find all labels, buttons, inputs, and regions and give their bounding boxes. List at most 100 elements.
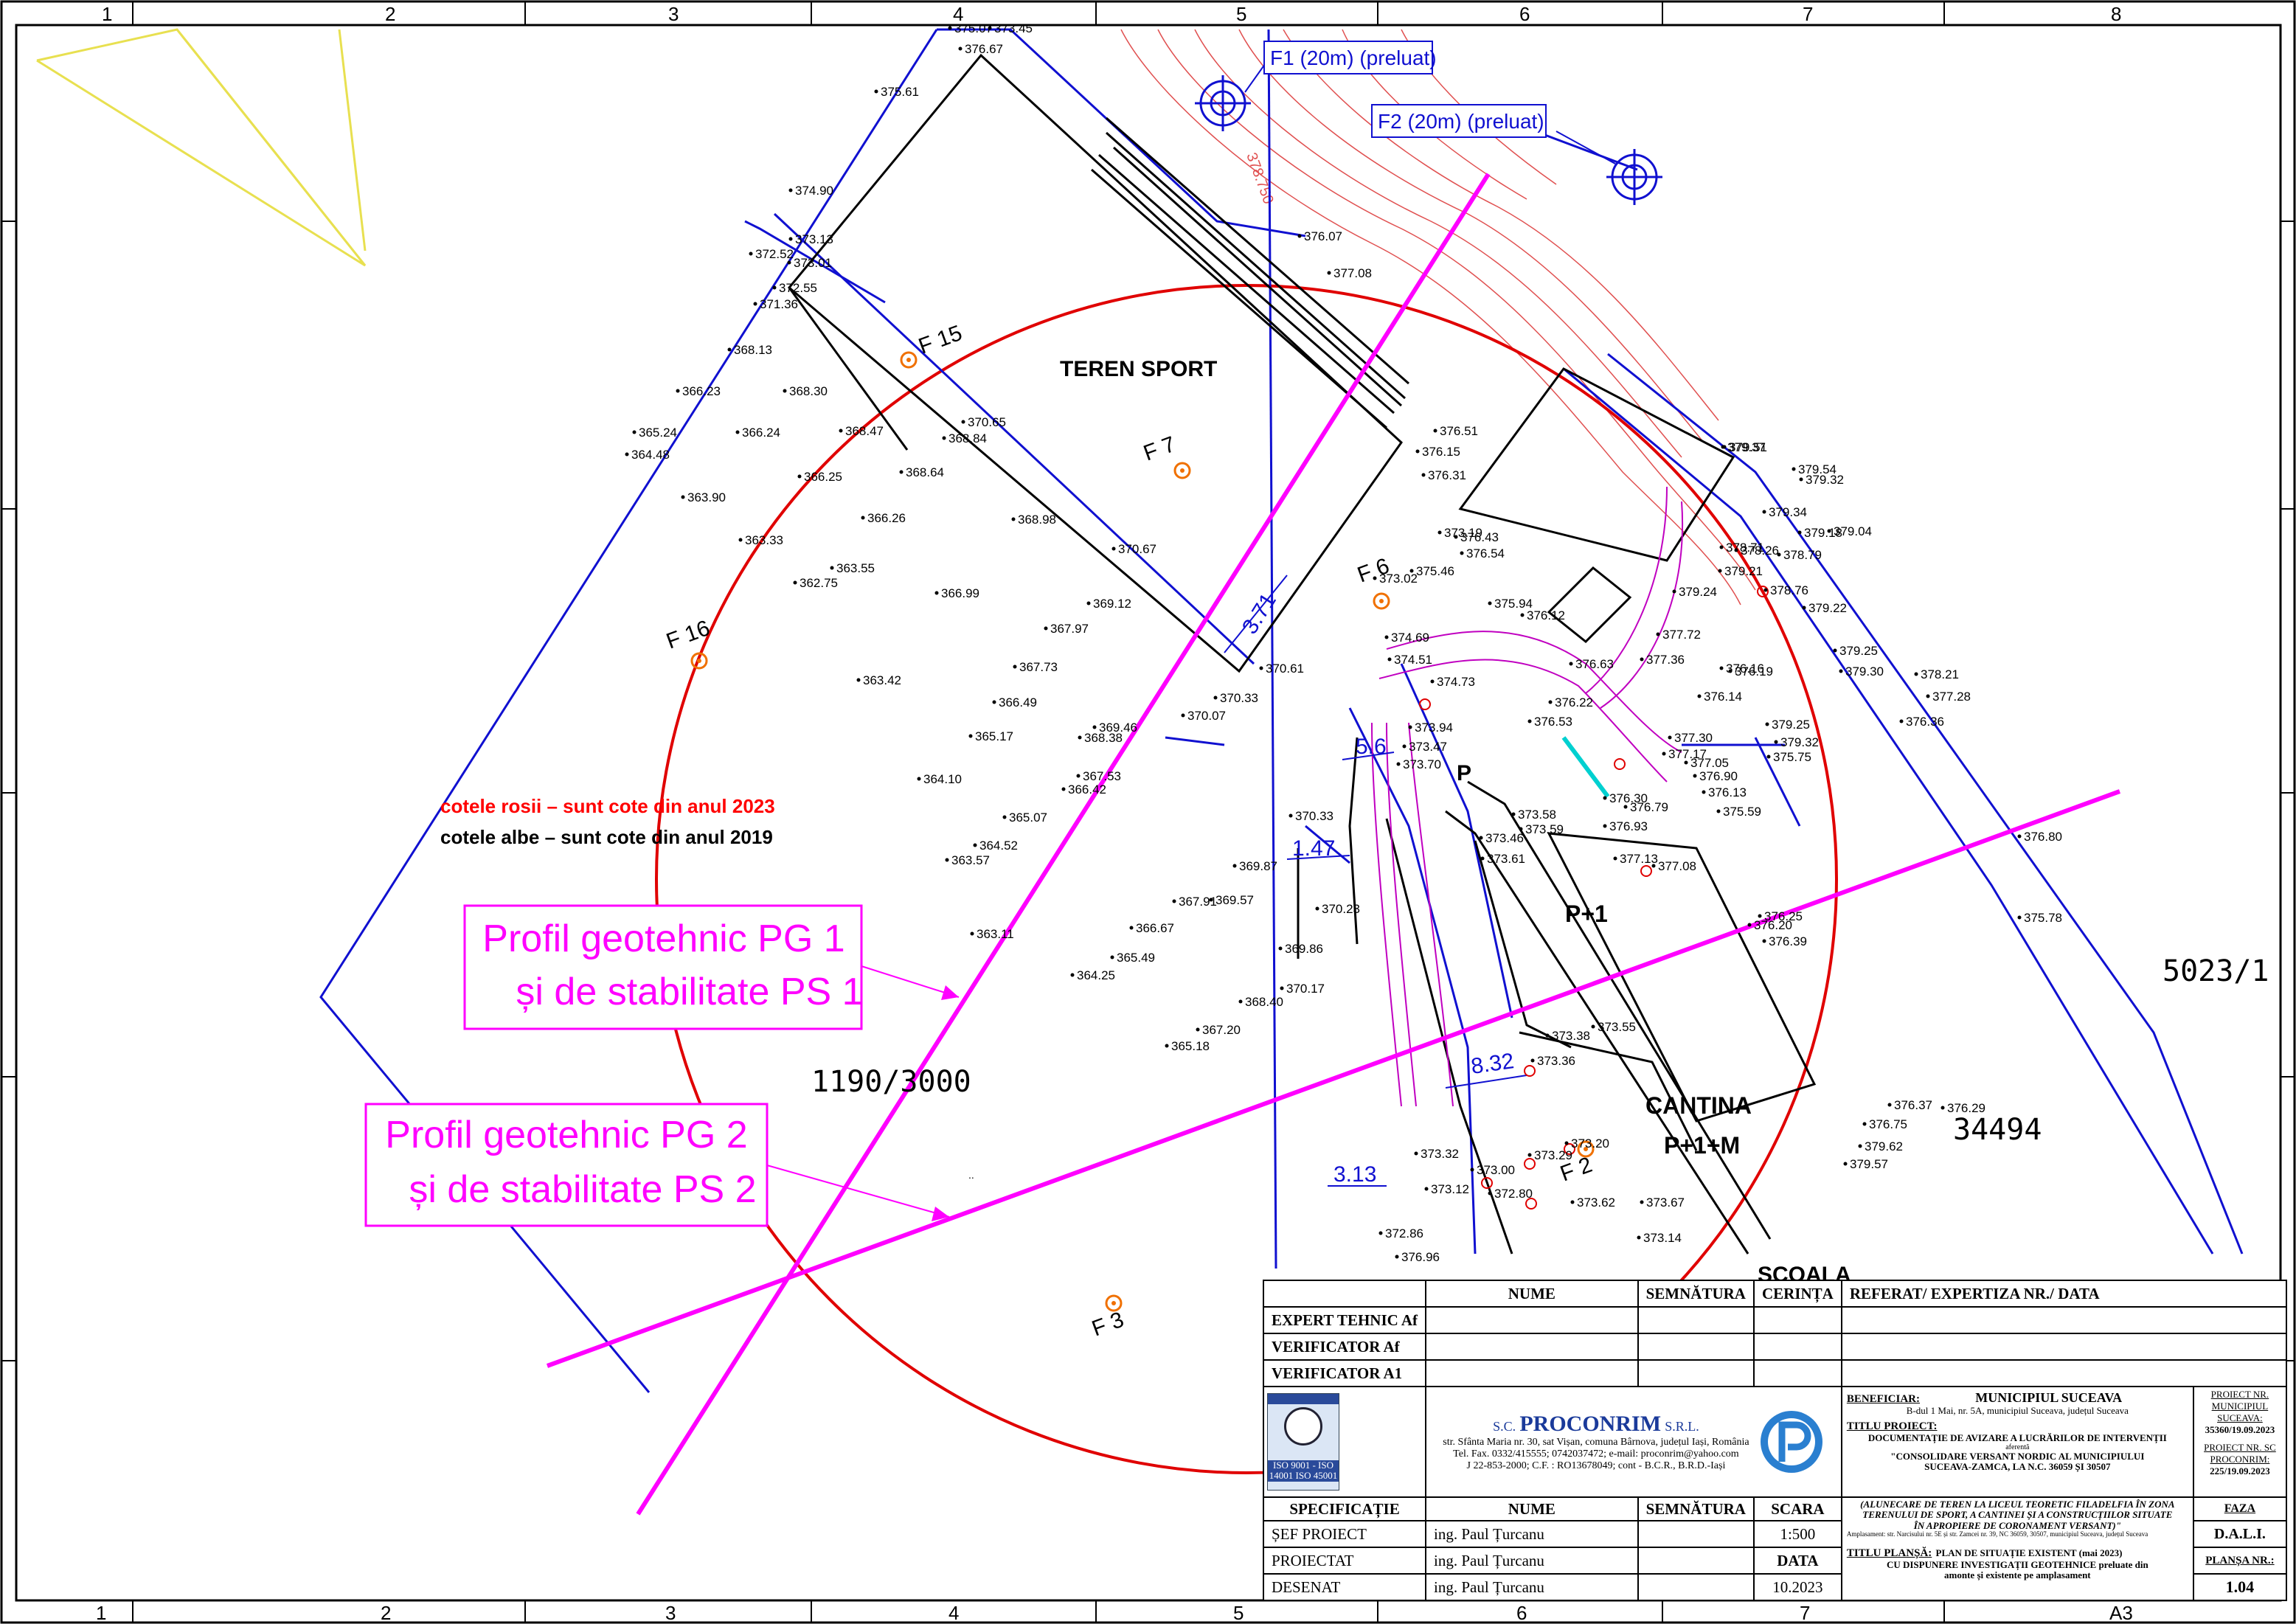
svg-text:366.49: 366.49 xyxy=(999,695,1037,709)
spot-elevation: 368.30 xyxy=(783,384,828,398)
spot-elevation: 362.75 xyxy=(793,576,838,590)
spot-elevation: 364.10 xyxy=(917,772,962,786)
spot-elevation: 379.25 xyxy=(1833,644,1878,658)
svg-text:367.73: 367.73 xyxy=(1019,660,1058,674)
spot-elevation: 370.67 xyxy=(1111,542,1156,556)
pg1-arrowhead xyxy=(941,985,959,1000)
svg-text:368.40: 368.40 xyxy=(1245,995,1283,1009)
svg-text:378.79: 378.79 xyxy=(1783,548,1822,562)
dim-3-71: 3.71 xyxy=(1238,589,1281,639)
cyan-segment xyxy=(1561,736,1610,798)
spot-elevation: 375.75 xyxy=(1766,750,1811,764)
svg-text:364.52: 364.52 xyxy=(979,839,1018,853)
spot-elevation: 376.15 xyxy=(1415,445,1460,459)
svg-text:372.80: 372.80 xyxy=(1494,1187,1533,1201)
svg-text:377.30: 377.30 xyxy=(1674,731,1713,745)
svg-text:377.36: 377.36 xyxy=(1646,653,1685,667)
proconrim-logo-icon xyxy=(1760,1411,1822,1473)
spot-elevation: 365.18 xyxy=(1165,1039,1210,1053)
svg-text:375.94: 375.94 xyxy=(1494,597,1533,611)
spot-elevation: 369.86 xyxy=(1278,942,1323,956)
profile-pg2-line xyxy=(546,789,2121,1368)
svg-text:376.51: 376.51 xyxy=(1440,424,1478,438)
parcel-1190: 1190/3000 xyxy=(811,1065,971,1099)
spot-elevation: 379.32 xyxy=(1799,473,1844,487)
svg-text:368.84: 368.84 xyxy=(948,431,987,445)
svg-text:376.36: 376.36 xyxy=(1906,715,1944,729)
svg-text:și de stabilitate PS 2: și de stabilitate PS 2 xyxy=(409,1168,756,1211)
profile-pg2-label: Profil geotehnic PG 2 și de stabilitate … xyxy=(364,1103,769,1227)
svg-text:366.24: 366.24 xyxy=(742,426,780,440)
spot-elevation: 379.04 xyxy=(1827,524,1872,538)
svg-text:376.67: 376.67 xyxy=(965,42,1003,56)
spot-elevation: 376.54 xyxy=(1460,546,1505,561)
spot-elevation: 373.61 xyxy=(1480,852,1525,866)
spot-elevation: 367.73 xyxy=(1013,660,1058,674)
svg-text:379.22: 379.22 xyxy=(1808,601,1847,615)
ruler-number-top: 8 xyxy=(2111,3,2121,25)
elevation-legend: cotele rosii – sunt cote din anul 2023 c… xyxy=(440,795,775,848)
spot-elevation: 378.21 xyxy=(1914,667,1959,681)
svg-text:F 16: F 16 xyxy=(663,616,713,654)
spot-elevation: 379.57 xyxy=(1843,1157,1888,1171)
spot-elevation: 363.42 xyxy=(856,673,901,687)
ruler-number-top: 1 xyxy=(102,3,112,25)
parcel-ids: 1190/3000 5023/1 34494 xyxy=(811,954,2269,1147)
ruler-number-top: 3 xyxy=(668,3,679,25)
svg-text:378.26: 378.26 xyxy=(1741,544,1779,558)
spot-elevation: 374.73 xyxy=(1430,675,1475,689)
svg-text:376.30: 376.30 xyxy=(1609,791,1648,805)
svg-text:368.47: 368.47 xyxy=(845,424,884,438)
svg-text:373.61: 373.61 xyxy=(1487,852,1525,866)
svg-text:376.39: 376.39 xyxy=(1769,934,1807,948)
svg-text:369.57: 369.57 xyxy=(1215,893,1254,907)
spot-elevation: 366.23 xyxy=(676,384,721,398)
svg-text:F 7: F 7 xyxy=(1140,432,1179,466)
svg-text:367.97: 367.97 xyxy=(1050,622,1089,636)
svg-text:375.59: 375.59 xyxy=(1723,805,1761,819)
spot-elevation: 367.97 xyxy=(1044,622,1089,636)
svg-text:362.75: 362.75 xyxy=(800,576,838,590)
svg-text:377.05: 377.05 xyxy=(1690,756,1729,770)
svg-text:377.17: 377.17 xyxy=(1668,747,1707,761)
spot-elevation: 373.29 xyxy=(1527,1148,1572,1162)
svg-text:370.17: 370.17 xyxy=(1286,982,1325,996)
svg-text:379.24: 379.24 xyxy=(1679,585,1717,599)
spot-elevation: 377.72 xyxy=(1656,628,1701,642)
svg-text:363.11: 363.11 xyxy=(977,927,1014,941)
svg-text:378.750: 378.750 xyxy=(1243,150,1276,206)
spot-elevation: 372.52 xyxy=(749,247,794,261)
profile-pg1-line xyxy=(636,173,1491,1516)
svg-text:369.46: 369.46 xyxy=(1099,721,1137,735)
drawing-frame xyxy=(15,24,2282,1602)
spot-elevation: 376.93 xyxy=(1603,819,1648,833)
svg-text:370.23: 370.23 xyxy=(1322,902,1360,916)
spot-elevation: 376.14 xyxy=(1697,690,1742,704)
spot-elevation: 373.70 xyxy=(1396,757,1441,771)
spot-elevation: 373.47 xyxy=(1402,740,1447,754)
svg-text:368.98: 368.98 xyxy=(1018,513,1056,527)
row-verificator-a1: VERIFICATOR A1 xyxy=(1262,1359,1427,1387)
svg-text:363.42: 363.42 xyxy=(863,673,901,687)
spot-elevation: 367.53 xyxy=(1076,769,1121,783)
svg-text:371.36: 371.36 xyxy=(760,297,798,311)
property-boundaries xyxy=(319,28,2244,1393)
profile-pg1-label: Profil geotehnic PG 1 și de stabilitate … xyxy=(463,904,864,1030)
spot-elevation: 379.22 xyxy=(1802,601,1847,615)
plansa-nr-value: 1.04 xyxy=(2192,1573,2288,1601)
svg-text:368.30: 368.30 xyxy=(789,384,828,398)
ruler-number-bottom: 3 xyxy=(665,1602,676,1624)
svg-text:376.37: 376.37 xyxy=(1894,1098,1932,1112)
spot-elevation: 364.48 xyxy=(625,448,670,462)
ruler-number-bottom: A3 xyxy=(2109,1602,2133,1624)
svg-text:379.04: 379.04 xyxy=(1834,524,1872,538)
spot-elevation: 376.07 xyxy=(1297,229,1342,243)
spot-elevation: 377.28 xyxy=(1926,690,1971,704)
svg-text:367.20: 367.20 xyxy=(1202,1023,1241,1037)
svg-text:377.08: 377.08 xyxy=(1658,859,1696,873)
firm-name: PROCONRIM xyxy=(1519,1411,1662,1436)
label-cantina-levels: P+1+M xyxy=(1664,1132,1740,1159)
svg-text:379.25: 379.25 xyxy=(1839,644,1878,658)
svg-text:377.28: 377.28 xyxy=(1932,690,1971,704)
svg-text:369.87: 369.87 xyxy=(1239,859,1277,873)
